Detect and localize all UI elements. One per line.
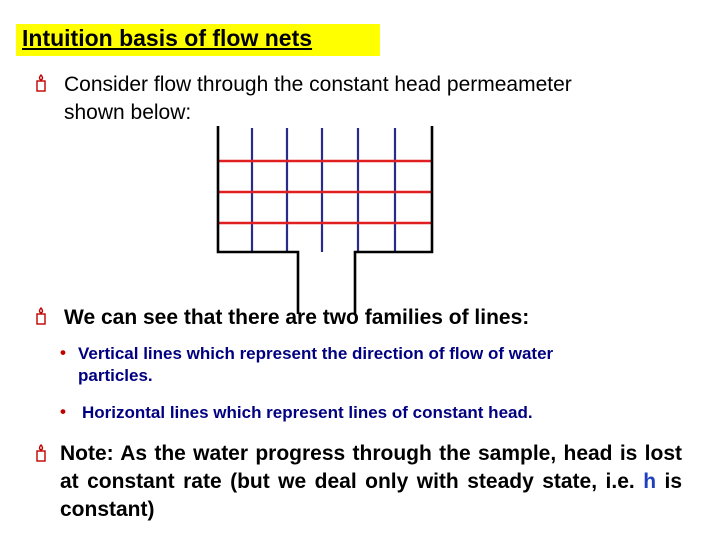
candle-bullet-icon (36, 444, 46, 462)
bullet-1-line-1: Consider flow through the constant head … (64, 73, 572, 96)
bullet-2-text: We can see that there are two families o… (64, 306, 530, 329)
title-highlight (16, 24, 380, 56)
sub-bullet-1-line-2: particles. (78, 366, 153, 385)
permeameter-flow-net-diagram (216, 126, 434, 314)
bullet-1-line-2: shown below: (64, 101, 192, 124)
note-text-before: Note: As the water progress through the … (60, 442, 682, 493)
slide-title: Intuition basis of flow nets (22, 25, 313, 51)
permeameter-outline (216, 126, 434, 314)
note-text-after: is constant) (60, 470, 682, 521)
head-variable: h (643, 470, 657, 493)
sub-bullet-2-text: Horizontal lines which represent lines o… (82, 403, 533, 422)
note-paragraph: Note: As the water progress through the … (60, 440, 682, 524)
flow-lines (250, 128, 397, 252)
equipotential-lines (218, 159, 432, 225)
sub-bullet-marker: • (60, 343, 66, 362)
sub-bullet-1-line-1: Vertical lines which represent the direc… (78, 344, 554, 363)
sub-bullet-marker: • (60, 402, 66, 421)
candle-bullet-icon (36, 307, 46, 325)
candle-bullet-icon (36, 74, 46, 92)
